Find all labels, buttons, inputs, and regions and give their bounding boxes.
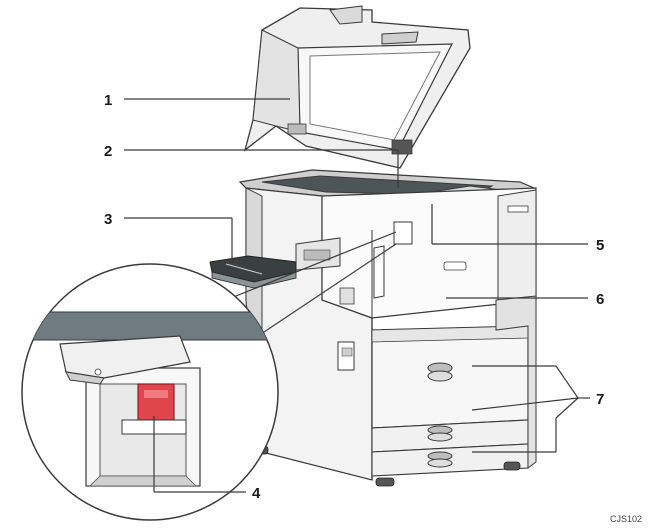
callout-leaders [124, 98, 590, 493]
callout-6: 6 [596, 291, 604, 308]
callout-5: 5 [596, 237, 604, 254]
callout-2: 2 [104, 143, 112, 160]
power-switch-detail [21, 263, 279, 521]
callout-1: 1 [104, 92, 112, 109]
callout-7: 7 [596, 391, 604, 408]
callout-numbers: 1 2 3 4 5 6 7 [104, 92, 604, 502]
callout-4: 4 [252, 485, 261, 502]
zoom-guide-lines [225, 231, 397, 345]
adf-cover [243, 5, 471, 169]
callout-3: 3 [104, 211, 112, 228]
figure-code: CJS102 [610, 514, 642, 524]
